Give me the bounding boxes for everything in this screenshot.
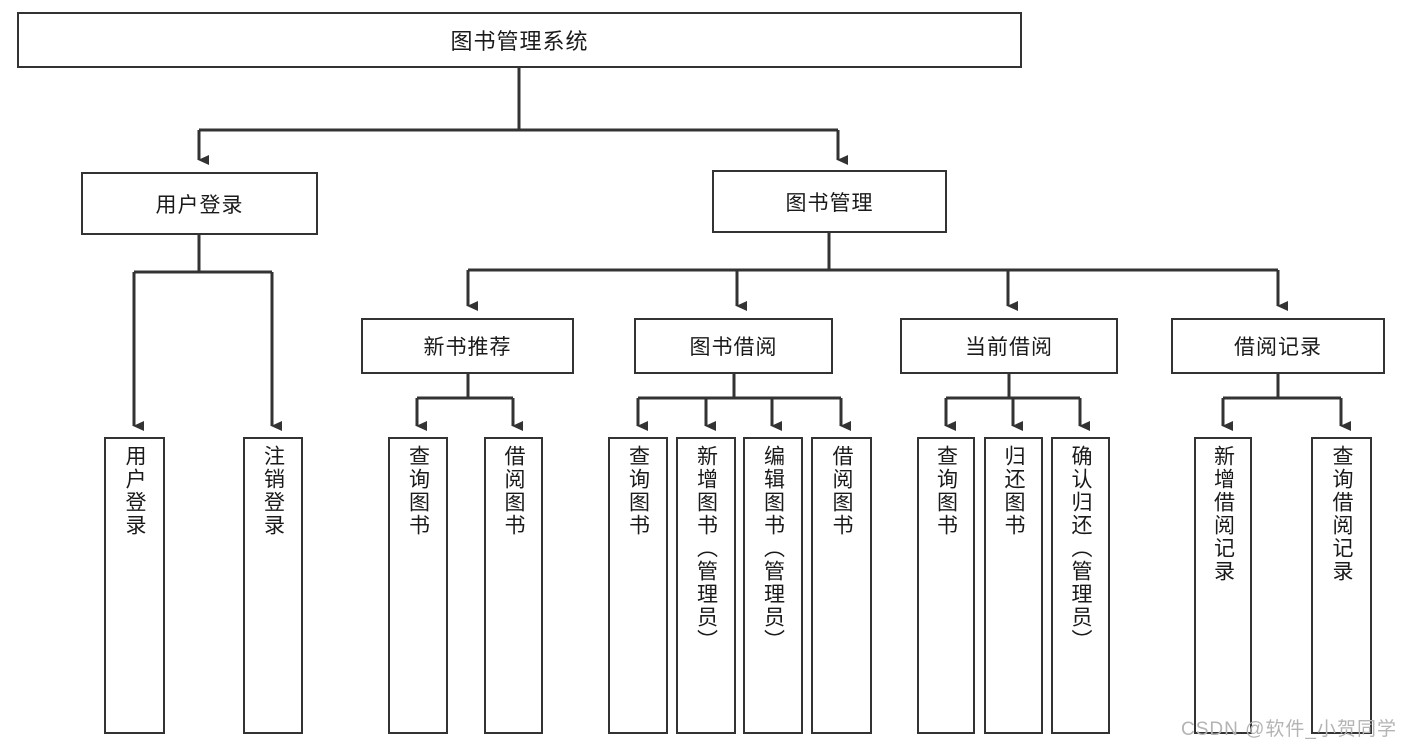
node-current-borrow-label: 当前借阅	[965, 336, 1053, 359]
node-leaf-return-book-label: 归还图书	[1002, 445, 1025, 537]
node-leaf-borrow-book-2-label: 借阅图书	[830, 445, 853, 537]
node-book-management-label: 图书管理	[785, 191, 874, 215]
node-book-borrow-label: 图书借阅	[689, 336, 778, 359]
node-leaf-query-book-3-label: 查询图书	[934, 445, 958, 537]
node-new-book-recommend[interactable]: 新书推荐	[361, 318, 574, 374]
node-leaf-edit-book-label: 编辑图书（管理员）	[761, 445, 785, 652]
watermark-text: CSDN @软件_小贺同学	[1181, 719, 1397, 740]
node-leaf-query-book-2[interactable]: 查询图书	[608, 437, 668, 734]
node-user-login[interactable]: 用户登录	[81, 172, 318, 235]
node-borrow-record[interactable]: 借阅记录	[1171, 318, 1385, 374]
node-leaf-query-book-1[interactable]: 查询图书	[388, 437, 448, 734]
node-leaf-query-record-label: 查询借阅记录	[1330, 445, 1353, 583]
node-book-borrow[interactable]: 图书借阅	[634, 318, 833, 374]
node-current-borrow[interactable]: 当前借阅	[900, 318, 1118, 374]
node-leaf-user-logout[interactable]: 注销登录	[243, 437, 303, 734]
node-leaf-borrow-book-2[interactable]: 借阅图书	[811, 437, 872, 734]
node-leaf-confirm-return[interactable]: 确认归还（管理员）	[1051, 437, 1110, 734]
node-leaf-query-book-2-label: 查询图书	[626, 445, 650, 537]
node-leaf-user-login[interactable]: 用户登录	[104, 437, 165, 734]
node-leaf-borrow-book-1[interactable]: 借阅图书	[484, 437, 543, 734]
node-new-book-recommend-label: 新书推荐	[423, 336, 512, 359]
node-leaf-add-record-label: 新增借阅记录	[1211, 445, 1235, 583]
node-leaf-user-login-label: 用户登录	[123, 445, 146, 537]
node-root-system[interactable]: 图书管理系统	[17, 12, 1022, 68]
node-leaf-add-book-label: 新增图书（管理员）	[694, 445, 718, 652]
node-leaf-query-book-3[interactable]: 查询图书	[917, 437, 975, 734]
node-leaf-return-book[interactable]: 归还图书	[984, 437, 1043, 734]
node-leaf-user-logout-label: 注销登录	[261, 445, 285, 537]
node-borrow-record-label: 借阅记录	[1234, 336, 1322, 359]
node-leaf-edit-book[interactable]: 编辑图书（管理员）	[743, 437, 803, 734]
node-leaf-borrow-book-1-label: 借阅图书	[502, 445, 525, 537]
node-root-system-label: 图书管理系统	[450, 29, 589, 54]
node-leaf-confirm-return-label: 确认归还（管理员）	[1069, 445, 1092, 652]
node-leaf-query-record[interactable]: 查询借阅记录	[1311, 437, 1372, 734]
node-leaf-query-book-1-label: 查询图书	[406, 445, 430, 537]
node-user-login-label: 用户登录	[155, 193, 244, 217]
node-book-management[interactable]: 图书管理	[712, 170, 947, 233]
node-leaf-add-record[interactable]: 新增借阅记录	[1194, 437, 1252, 734]
node-leaf-add-book[interactable]: 新增图书（管理员）	[676, 437, 736, 734]
